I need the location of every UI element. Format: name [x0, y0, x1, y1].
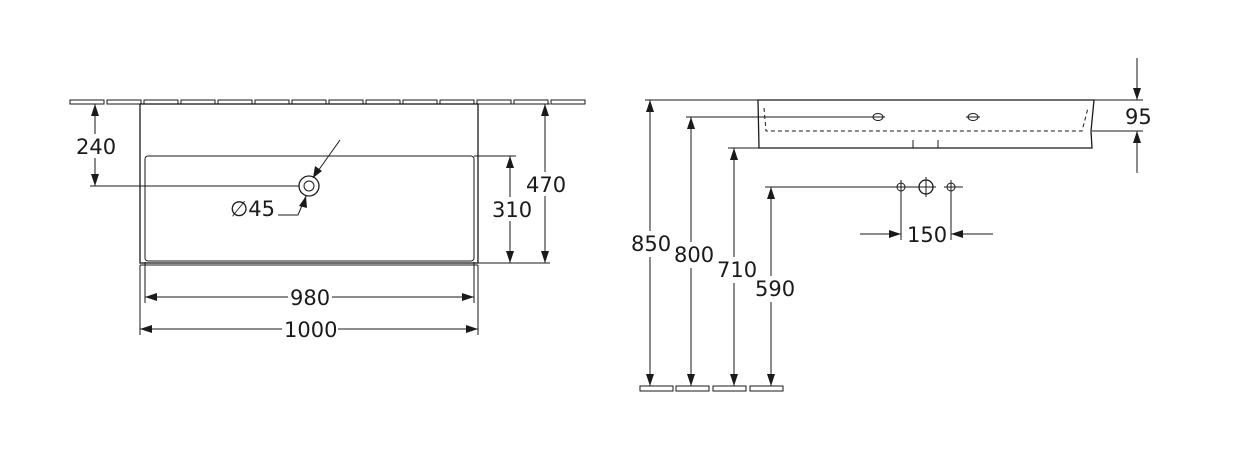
- top-view: 240 470 310 ∅45 980 1000: [69, 99, 586, 342]
- top-view-wall: [69, 99, 586, 105]
- dim-diam-leader: [278, 139, 341, 216]
- side-view-floor: [639, 385, 784, 392]
- label-980: 980: [290, 286, 330, 310]
- label-240: 240: [76, 135, 116, 159]
- label-850: 850: [631, 232, 671, 256]
- label-310: 310: [492, 198, 532, 222]
- basin-bowl: [144, 155, 475, 262]
- tap-connections: [894, 177, 963, 197]
- label-470: 470: [526, 173, 566, 197]
- tap-hole: [298, 175, 320, 197]
- dim-150-line: [860, 192, 993, 240]
- label-590: 590: [755, 277, 795, 301]
- label-diameter: ∅45: [230, 197, 275, 221]
- label-150: 150: [907, 223, 947, 247]
- label-1000: 1000: [284, 318, 337, 342]
- basin-profile: [757, 99, 1095, 149]
- dim-240-line: [90, 104, 299, 187]
- label-95: 95: [1125, 105, 1152, 129]
- label-710: 710: [717, 258, 757, 282]
- side-view: 850 800 710 590 150 95: [631, 58, 1152, 392]
- label-800: 800: [674, 243, 714, 267]
- dim-95-line: [1092, 58, 1143, 173]
- basin-outline: [139, 103, 479, 264]
